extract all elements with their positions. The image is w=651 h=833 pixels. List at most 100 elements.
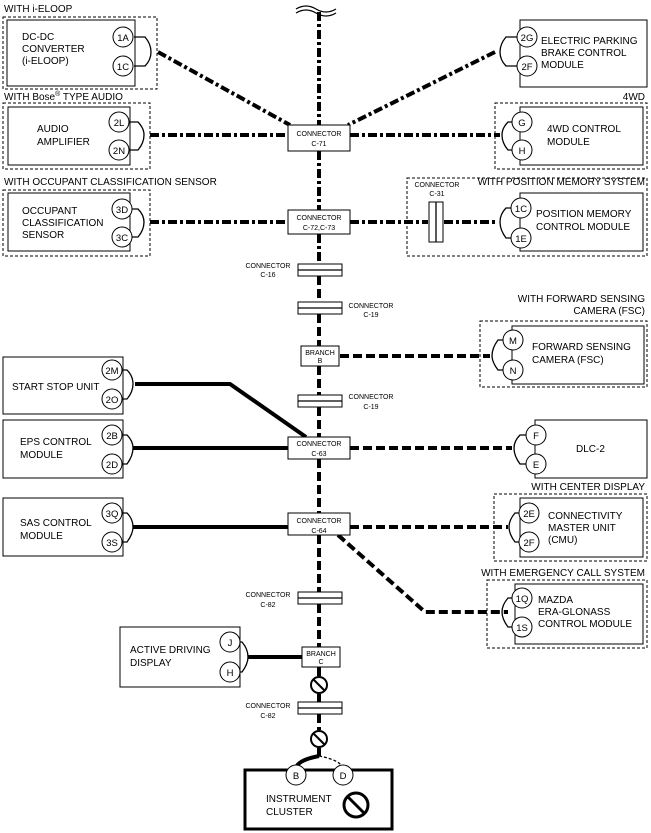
svg-text:BRANCH: BRANCH bbox=[306, 651, 336, 658]
svg-text:N: N bbox=[510, 366, 517, 377]
connector-c64 bbox=[287, 512, 351, 536]
header-position-memory: WITH POSITION MEMORY SYSTEM bbox=[478, 177, 645, 188]
audio-amplifier-module bbox=[7, 106, 131, 166]
pin-3d bbox=[111, 198, 133, 220]
svg-text:C-82: C-82 bbox=[260, 713, 275, 720]
svg-text:3Q: 3Q bbox=[106, 509, 119, 520]
pin-2f-cmu bbox=[518, 531, 540, 553]
epb-control-module bbox=[519, 19, 648, 88]
header-emergency: WITH EMERGENCY CALL SYSTEM bbox=[481, 568, 645, 579]
cmu-label-2: MASTER UNIT bbox=[548, 523, 616, 534]
pin-3s bbox=[101, 531, 123, 553]
header-occupant: WITH OCCUPANT CLASSIFICATION SENSOR bbox=[4, 177, 217, 188]
svg-text:CONNECTOR: CONNECTOR bbox=[297, 215, 342, 222]
wire-era bbox=[336, 533, 508, 614]
position-memory-module bbox=[519, 192, 644, 252]
svg-text:C-82: C-82 bbox=[260, 602, 275, 609]
pin-2m bbox=[101, 359, 123, 381]
svg-text:D: D bbox=[340, 771, 347, 782]
dcdc-converter-module bbox=[6, 19, 136, 87]
wire-start-stop bbox=[135, 382, 308, 439]
epb-label-3: MODULE bbox=[541, 60, 584, 71]
svg-text:C-72,C-73: C-72,C-73 bbox=[303, 225, 335, 232]
svg-text:C-64: C-64 bbox=[311, 528, 326, 535]
pin-1c-posmem bbox=[510, 197, 532, 219]
pin-2g bbox=[516, 26, 538, 48]
dcdc-label-2: CONVERTER bbox=[22, 44, 85, 55]
fsc-camera-module bbox=[511, 325, 645, 385]
svg-text:C: C bbox=[318, 659, 323, 666]
svg-text:2D: 2D bbox=[106, 460, 118, 471]
c31-label-1: CONNECTOR bbox=[415, 182, 460, 189]
era-label-1: MAZDA bbox=[538, 595, 573, 606]
pin-2b bbox=[101, 424, 123, 446]
svg-text:CONNECTOR: CONNECTOR bbox=[246, 703, 291, 710]
epb-label-1: ELECTRIC PARKING bbox=[541, 36, 638, 47]
eps-label-1: EPS CONTROL bbox=[20, 437, 92, 448]
svg-text:1A: 1A bbox=[117, 33, 129, 44]
era-label-3: CONTROL MODULE bbox=[538, 619, 632, 630]
svg-text:CONNECTOR: CONNECTOR bbox=[297, 131, 342, 138]
svg-text:1E: 1E bbox=[515, 234, 527, 245]
svg-text:J: J bbox=[228, 638, 233, 649]
svg-text:1C: 1C bbox=[515, 204, 527, 215]
svg-text:1S: 1S bbox=[516, 623, 528, 634]
svg-text:CONNECTOR: CONNECTOR bbox=[349, 394, 394, 401]
pin-3q bbox=[101, 502, 123, 524]
svg-text:F: F bbox=[533, 431, 539, 442]
pin-1c bbox=[112, 55, 134, 77]
header-center-display: WITH CENTER DISPLAY bbox=[531, 482, 645, 493]
pin-m bbox=[502, 329, 524, 351]
svg-text:H: H bbox=[227, 668, 234, 679]
pin-h-add bbox=[219, 661, 241, 683]
pin-g bbox=[511, 111, 533, 133]
branch-c bbox=[301, 646, 341, 668]
svg-text:1Q: 1Q bbox=[516, 594, 529, 605]
pin-2o bbox=[101, 388, 123, 410]
pin-1e bbox=[510, 227, 532, 249]
svg-text:C-19: C-19 bbox=[363, 404, 378, 411]
header-i-eloop: WITH i-ELOOP bbox=[4, 4, 73, 15]
svg-text:2M: 2M bbox=[105, 366, 118, 377]
dlc-label: DLC-2 bbox=[576, 444, 605, 455]
svg-text:BRANCH: BRANCH bbox=[305, 350, 335, 357]
fsc-label-2: CAMERA (FSC) bbox=[532, 355, 604, 366]
svg-text:B: B bbox=[318, 358, 323, 365]
svg-text:CONNECTOR: CONNECTOR bbox=[297, 518, 342, 525]
svg-text:2B: 2B bbox=[106, 431, 118, 442]
svg-text:CONNECTOR: CONNECTOR bbox=[246, 263, 291, 270]
svg-text:C-71: C-71 bbox=[311, 141, 326, 148]
pin-1q bbox=[511, 587, 533, 609]
occupant-sensor-module bbox=[7, 192, 131, 252]
svg-text:G: G bbox=[518, 118, 525, 129]
svg-text:2F: 2F bbox=[523, 538, 534, 549]
eps-label-2: MODULE bbox=[20, 450, 63, 461]
svg-text:2O: 2O bbox=[106, 395, 119, 406]
svg-text:CONNECTOR: CONNECTOR bbox=[246, 592, 291, 599]
pin-e bbox=[525, 453, 547, 475]
epb-label-2: BRAKE CONTROL bbox=[541, 48, 627, 59]
pin-d bbox=[332, 764, 354, 786]
pin-1s bbox=[511, 616, 533, 638]
audio-label-1: AUDIO bbox=[37, 124, 69, 135]
pin-1a bbox=[112, 26, 134, 48]
svg-text:2N: 2N bbox=[113, 146, 125, 157]
svg-text:CONNECTOR: CONNECTOR bbox=[349, 303, 394, 310]
pin-2f-epb bbox=[516, 55, 538, 77]
trunk-break-mark bbox=[295, 5, 337, 13]
occupant-label-3: SENSOR bbox=[22, 230, 64, 241]
c31-label-2: C-31 bbox=[429, 191, 444, 198]
prohibited-icon bbox=[342, 791, 370, 819]
cmu-label-3: (CMU) bbox=[548, 535, 577, 546]
pin-2e bbox=[518, 502, 540, 524]
svg-text:C-19: C-19 bbox=[363, 312, 378, 319]
era-label-2: ERA-GLONASS bbox=[538, 607, 611, 618]
occupant-label-1: OCCUPANT bbox=[22, 206, 77, 217]
sas-label-1: SAS CONTROL bbox=[20, 518, 92, 529]
start-stop-label: START STOP UNIT bbox=[12, 382, 99, 393]
pin-3c bbox=[111, 226, 133, 248]
svg-text:2G: 2G bbox=[521, 33, 534, 44]
pin-j bbox=[219, 631, 241, 653]
svg-text:C-16: C-16 bbox=[260, 272, 275, 279]
pin-h-4wd bbox=[511, 139, 533, 161]
